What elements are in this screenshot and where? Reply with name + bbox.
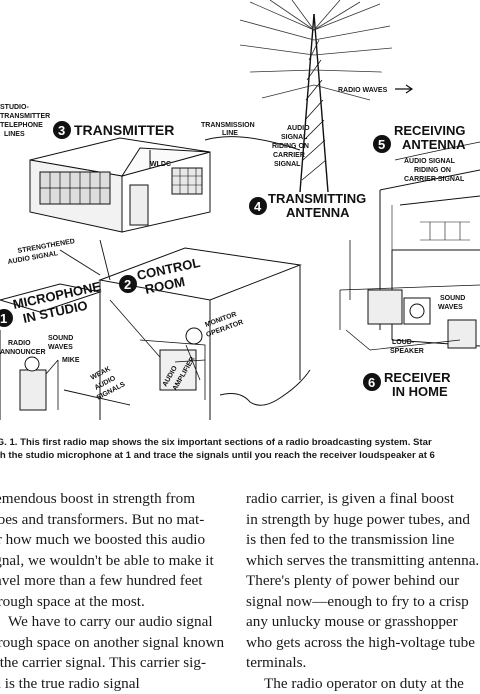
svg-text:TRANSMISSION: TRANSMISSION	[201, 122, 255, 129]
radio-announcer-label: RADIO ANNOUNCER	[0, 340, 46, 356]
svg-text:SIGNAL: SIGNAL	[281, 134, 308, 141]
svg-text:LOUD-: LOUD-	[392, 339, 415, 346]
control-number: 2	[124, 277, 131, 292]
transmitting-number: 4	[254, 199, 262, 214]
microphone-number: 1	[0, 311, 7, 326]
radio-wave-rays	[240, 0, 392, 100]
svg-text:SIGNAL: SIGNAL	[274, 161, 301, 168]
body-line: There's plenty of power behind our	[246, 571, 480, 592]
svg-text:ANNOUNCER: ANNOUNCER	[0, 349, 46, 356]
radio-broadcast-illustration: RADIO WAVES WLDC 3 TRANSMITTER STUDIO- T…	[0, 0, 480, 420]
body-line: is then fed to the transmission line	[246, 530, 480, 551]
body-line: The radio operator on duty at the	[246, 674, 480, 694]
transmitting-antenna-label-2: ANTENNA	[286, 205, 350, 220]
svg-text:TELEPHONE: TELEPHONE	[0, 122, 43, 129]
body-line: ubes and transformers. But no mat-	[0, 510, 235, 531]
body-line: any unlucky mouse or grasshopper	[246, 612, 480, 633]
svg-text:AUDIO: AUDIO	[287, 125, 310, 132]
receiver-number: 6	[368, 375, 375, 390]
audio-signal-riding-label: AUDIO SIGNAL RIDING ON CARRIER SIGNAL	[272, 125, 310, 168]
mike-label: MIKE	[62, 357, 80, 364]
transmitter-building	[30, 138, 210, 232]
left-text-column: remendous boost in strength from ubes an…	[0, 489, 235, 694]
transmission-line-label: TRANSMISSION LINE	[201, 122, 255, 137]
body-line: radio carrier, is given a final boost	[246, 489, 480, 510]
body-line: terminals.	[246, 653, 480, 674]
sound-waves-left-label: SOUND WAVES	[48, 335, 73, 351]
svg-text:LINE: LINE	[222, 130, 238, 137]
svg-text:SOUND: SOUND	[48, 335, 73, 342]
station-sign: WLDC	[150, 161, 171, 168]
sound-waves-right-label: SOUND WAVES	[438, 295, 465, 311]
radio-waves-label: RADIO WAVES	[338, 87, 388, 94]
body-line: We have to carry our audio signal	[0, 612, 235, 633]
svg-text:RIDING ON: RIDING ON	[414, 167, 451, 174]
weak-audio-label: WEAK AUDIO SIGNALS	[90, 366, 127, 402]
body-line: in strength by huge power tubes, and	[246, 510, 480, 531]
svg-text:WAVES: WAVES	[438, 304, 463, 311]
body-line: ignal, we wouldn't be able to make it	[0, 551, 235, 572]
svg-text:AUDIO SIGNAL: AUDIO SIGNAL	[404, 158, 456, 165]
caption-line-2: ith the studio microphone at 1 and trace…	[0, 449, 480, 462]
svg-text:WAVES: WAVES	[48, 344, 73, 351]
body-line: hrough space on another signal known	[0, 633, 235, 654]
body-line: which serves the transmitting antenna.	[246, 551, 480, 572]
svg-text:RIDING ON: RIDING ON	[272, 143, 309, 150]
body-line: remendous boost in strength from	[0, 489, 235, 510]
radio-waves-arrow	[395, 85, 412, 93]
svg-text:AUDIO SIGNAL: AUDIO SIGNAL	[7, 250, 59, 266]
transmitting-antenna-label-1: TRANSMITTING	[268, 191, 366, 206]
svg-text:RADIO: RADIO	[8, 340, 31, 347]
receiver-label-1: RECEIVER	[384, 370, 451, 385]
receiving-antenna-label-1: RECEIVING	[394, 123, 466, 138]
strengthened-audio-label: STRENGTHENED AUDIO SIGNAL	[7, 238, 75, 266]
audio-riding-right-label: AUDIO SIGNAL RIDING ON CARRIER SIGNAL	[404, 158, 465, 183]
svg-text:CARRIER: CARRIER	[273, 152, 305, 159]
receiving-antenna-label-2: ANTENNA	[402, 137, 466, 152]
body-line: who gets across the high-voltage tube	[246, 633, 480, 654]
transmitter-label: TRANSMITTER	[74, 122, 174, 138]
receiving-number: 5	[378, 137, 385, 152]
receiver-label-2: IN HOME	[392, 384, 448, 399]
body-line: signal now—enough to fry to a crisp	[246, 592, 480, 613]
svg-text:LINES: LINES	[4, 131, 25, 138]
transmitter-number: 3	[58, 123, 65, 138]
figure-caption: IG. 1. This first radio map shows the si…	[0, 436, 480, 462]
svg-text:SOUND: SOUND	[440, 295, 465, 302]
body-line: s the carrier signal. This carrier sig-	[0, 653, 235, 674]
right-text-column: radio carrier, is given a final boost in…	[246, 489, 480, 694]
body-line: ravel more than a few hundred feet	[0, 571, 235, 592]
svg-text:TRANSMITTER: TRANSMITTER	[0, 113, 50, 120]
transmitting-antenna-tower	[300, 14, 328, 192]
body-line: er how much we boosted this audio	[0, 530, 235, 551]
body-line: al is the true radio signal	[0, 674, 235, 694]
caption-line-1: IG. 1. This first radio map shows the si…	[0, 436, 480, 449]
svg-text:CARRIER SIGNAL: CARRIER SIGNAL	[404, 176, 465, 183]
svg-text:STUDIO-: STUDIO-	[0, 104, 29, 111]
svg-text:SPEAKER: SPEAKER	[390, 348, 424, 355]
body-line: hrough space at the most.	[0, 592, 235, 613]
studio-lines-label: STUDIO- TRANSMITTER TELEPHONE LINES	[0, 104, 50, 138]
